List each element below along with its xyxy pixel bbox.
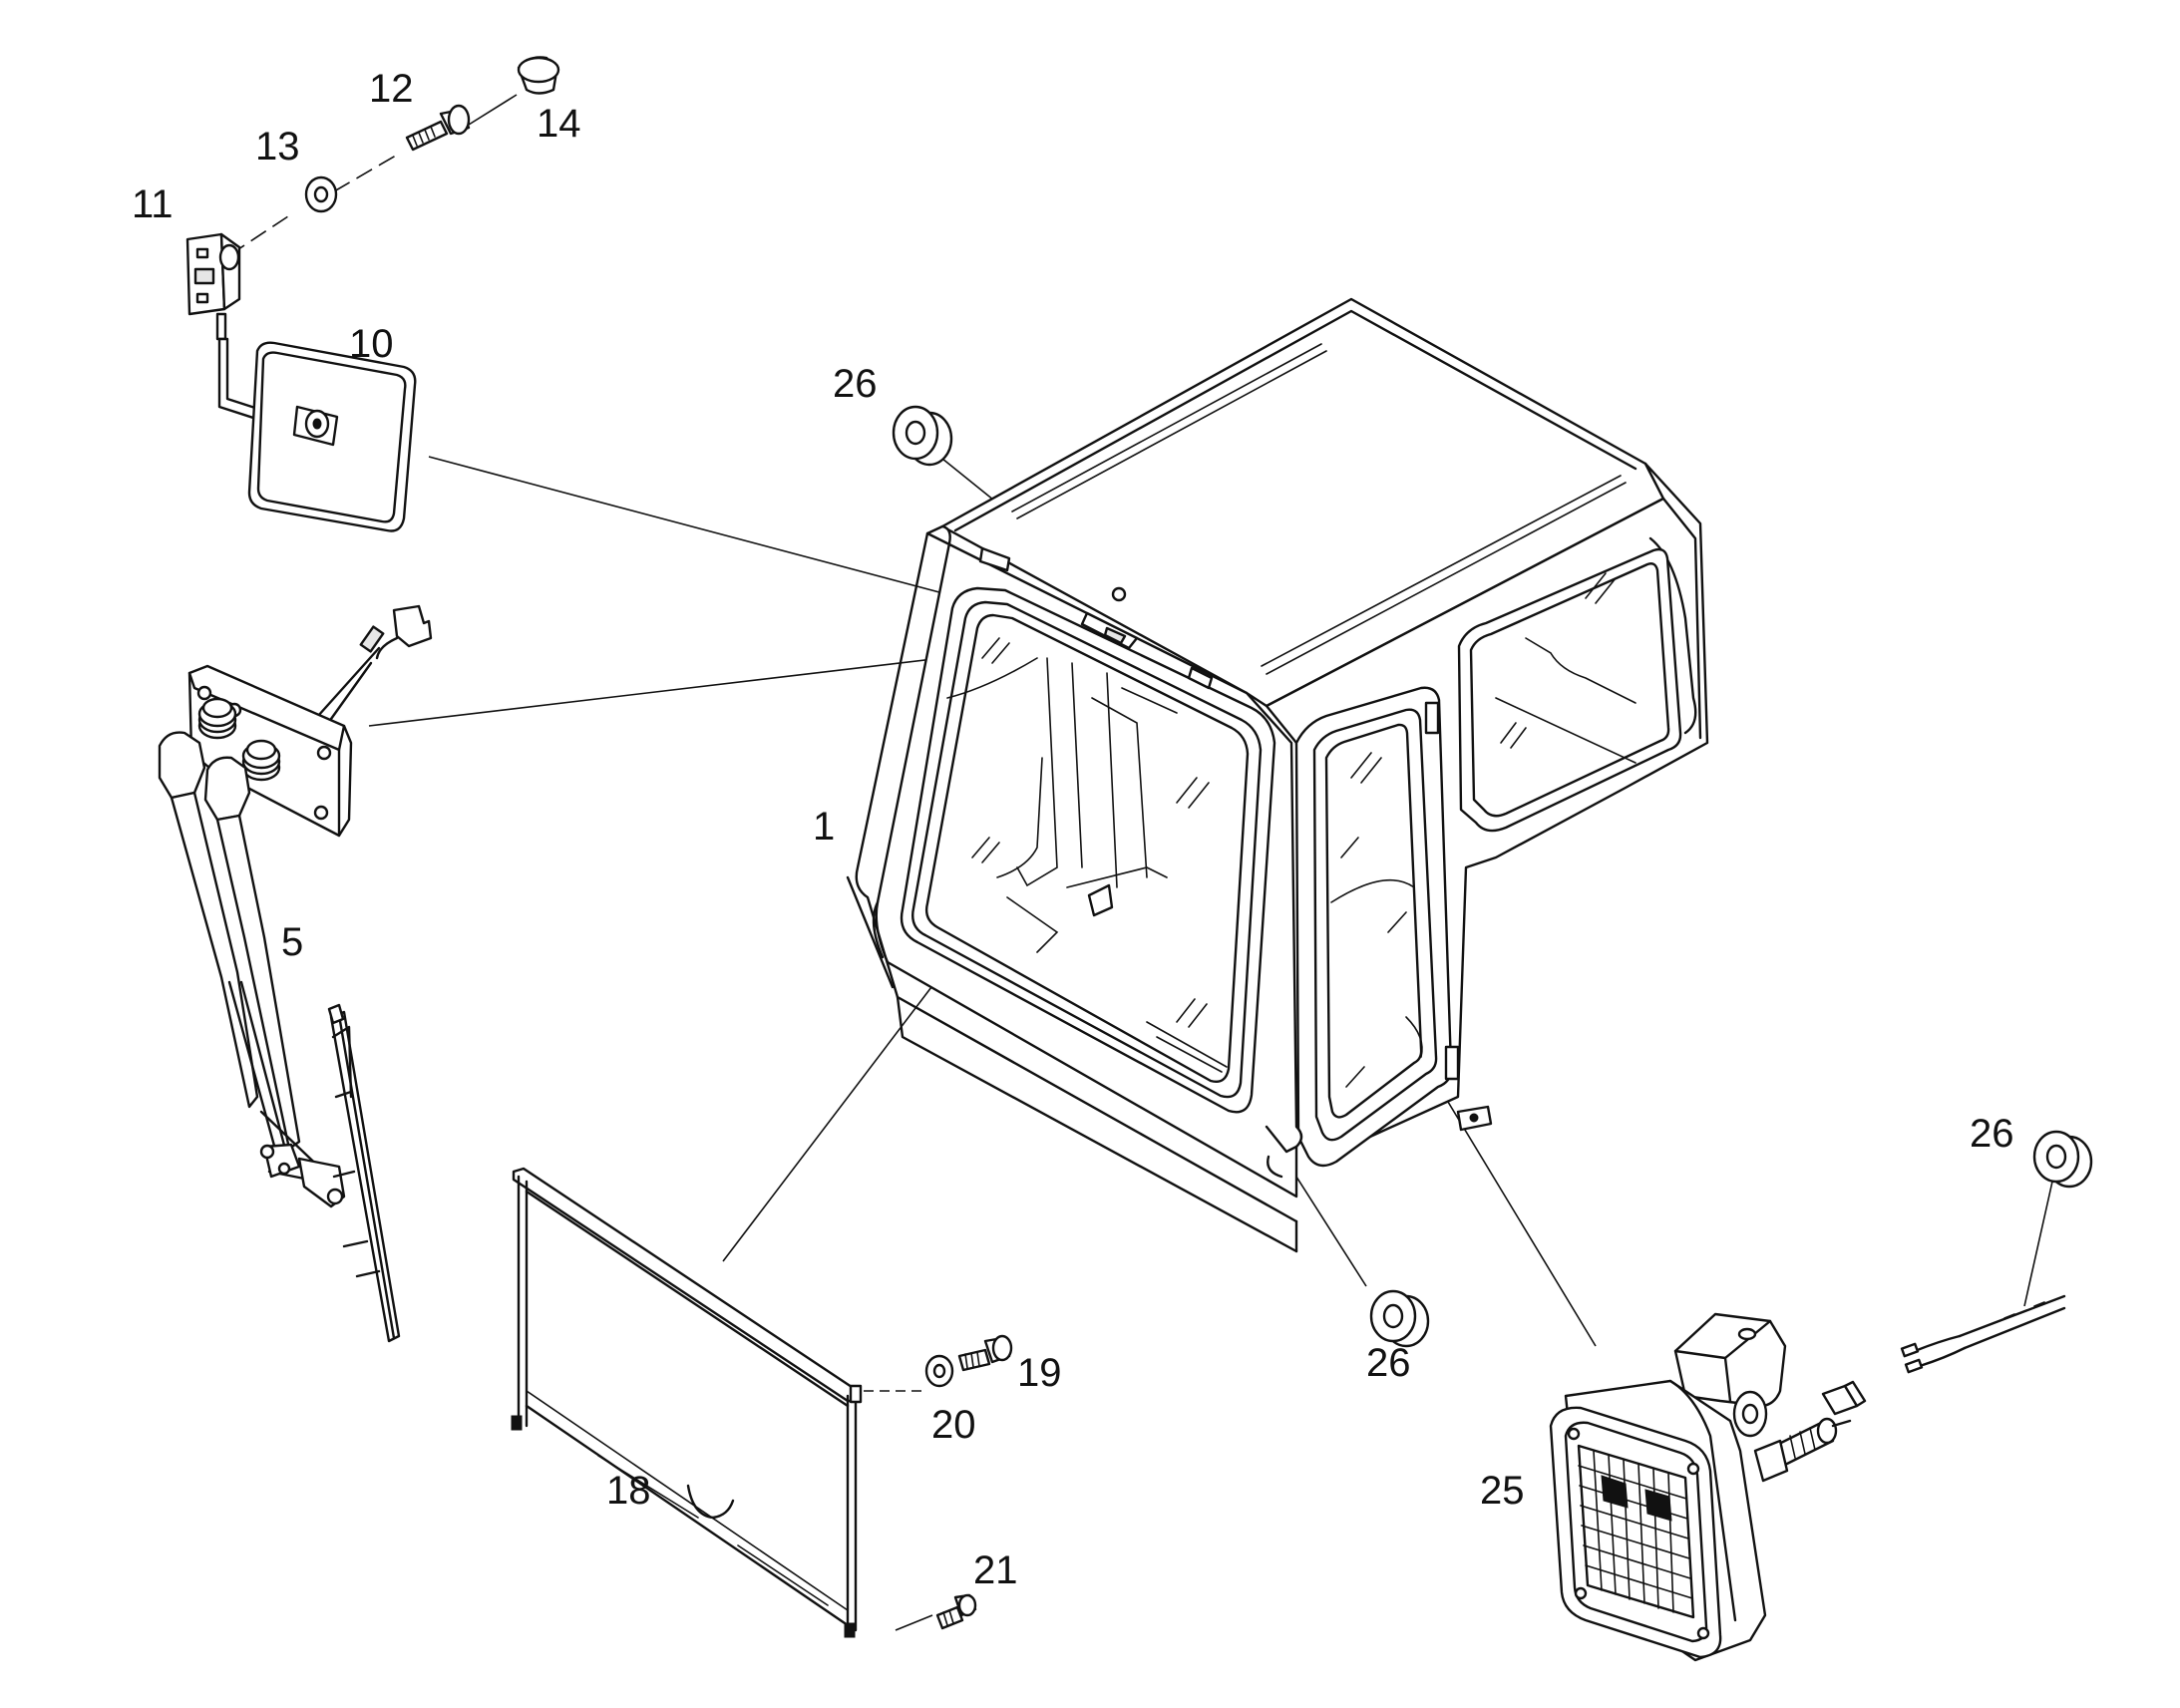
- connector-harness: [1821, 1294, 2066, 1416]
- callout-11: 11: [132, 182, 174, 226]
- callout-13: 13: [255, 125, 300, 169]
- callout-14: 14: [537, 102, 581, 146]
- mirror-10: [217, 337, 417, 532]
- screw-21: [935, 1593, 977, 1630]
- callout-19: 19: [1017, 1351, 1062, 1395]
- callout-20: 20: [931, 1403, 976, 1447]
- bracket-11: [185, 232, 241, 341]
- bolt-12: [405, 104, 471, 152]
- bolt-19: [957, 1334, 1013, 1372]
- callout-10: 10: [349, 322, 394, 366]
- grommet-26-right: [2032, 1130, 2093, 1189]
- callout-25: 25: [1480, 1469, 1525, 1513]
- roller-blind-18: [511, 1167, 863, 1638]
- callout-26-right: 26: [1970, 1112, 2014, 1156]
- cab-assembly: [846, 297, 1709, 1253]
- callout-21: 21: [973, 1548, 1018, 1592]
- wiper-assembly-5: [158, 604, 433, 1343]
- callout-26-top: 26: [833, 362, 878, 406]
- callout-12: 12: [369, 67, 414, 111]
- washer-13: [304, 175, 338, 213]
- grommet-26-bottom: [1369, 1289, 1430, 1348]
- cap-14: [517, 56, 560, 95]
- callout-18: 18: [606, 1469, 651, 1513]
- grommet-26-top: [892, 405, 953, 467]
- callout-5: 5: [281, 920, 303, 964]
- callout-1: 1: [813, 805, 835, 849]
- washer-20: [924, 1354, 954, 1388]
- work-lamp-25: [1549, 1312, 1852, 1662]
- callout-labels: 1 5 10 11 12 13 14 18 19 20 21 25 26 26 …: [132, 67, 2014, 1592]
- callout-26-bottom: 26: [1366, 1341, 1411, 1385]
